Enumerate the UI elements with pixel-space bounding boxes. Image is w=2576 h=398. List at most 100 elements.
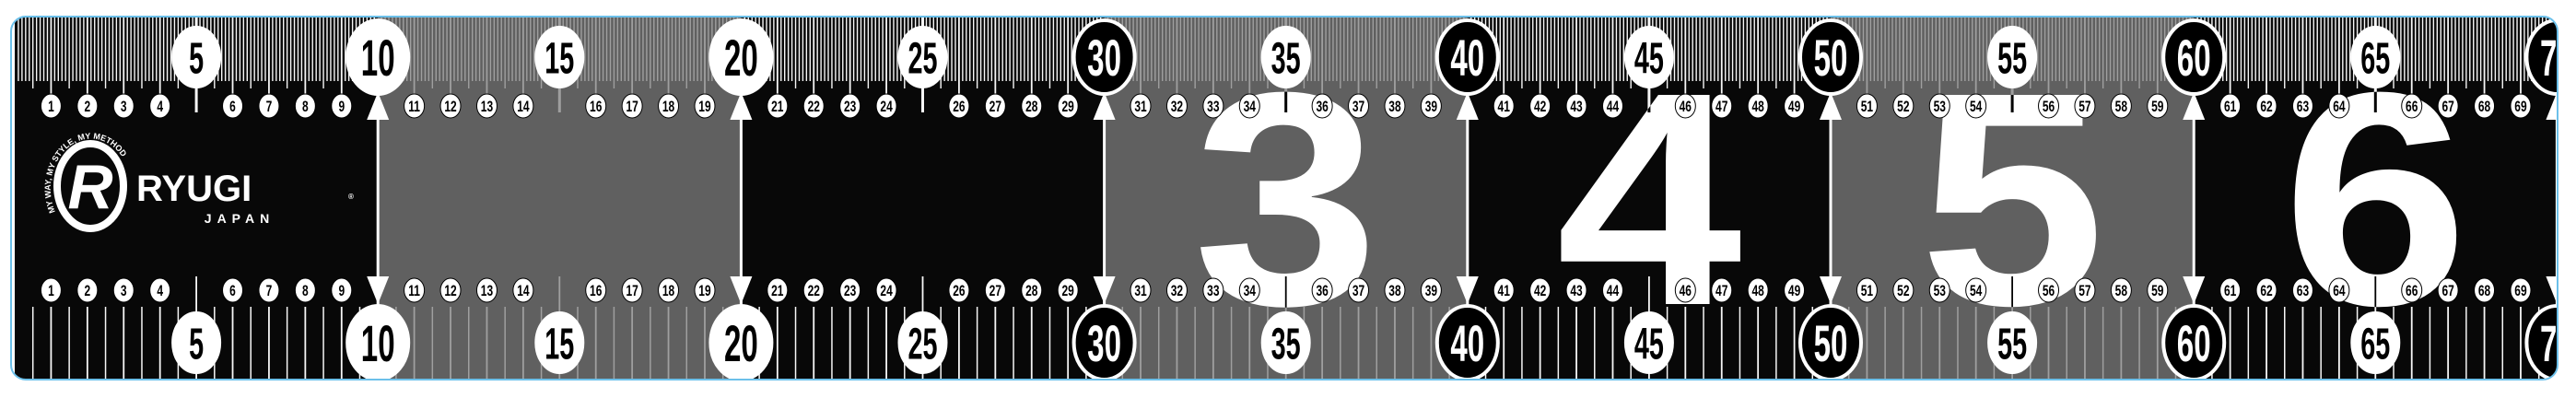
minor-label-badge: [2147, 277, 2169, 303]
major-label-badge: [1434, 18, 1500, 96]
minor-label-badge: [1493, 277, 1515, 303]
top-minor-label: 38: [1388, 99, 1400, 115]
logo-emblem-ring: [53, 140, 127, 232]
bottom-minor-label: 6: [229, 283, 236, 299]
bottom-minor-label: 49: [1788, 283, 1800, 299]
minor-label-badge: [1238, 93, 1260, 119]
major-label-badge: [1260, 26, 1311, 88]
bottom-minor-label: 2: [85, 283, 91, 299]
major-label-badge: [1987, 26, 2038, 88]
top-minor-label: 13: [481, 99, 493, 115]
minor-label-badge: [222, 277, 244, 303]
minor-label-badge: [1928, 277, 1950, 303]
minor-label-badge: [1493, 93, 1515, 119]
bottom-minor-label: 33: [1207, 283, 1219, 299]
bottom-minor-label: 13: [481, 283, 493, 299]
minor-label-badge: [1784, 93, 1806, 119]
top-minor-label: 56: [2043, 99, 2055, 115]
major-label-badge: [1798, 18, 1863, 96]
major-label-badge: [1623, 311, 1674, 374]
bottom-major-label: 40: [1450, 315, 1484, 372]
logo-registered: ®: [348, 193, 354, 201]
bottom-minor-label: 66: [2406, 283, 2418, 299]
top-minor-label: 4: [157, 99, 163, 115]
major-label-badge: [1987, 311, 2038, 374]
minor-label-badge: [1674, 277, 1696, 303]
minor-label-badge: [1529, 93, 1551, 119]
top-minor-label: 67: [2441, 99, 2453, 115]
minor-label-badge: [112, 93, 135, 119]
minor-label-badge: [1892, 277, 1914, 303]
top-minor-label: 28: [1025, 99, 1037, 115]
bottom-major-label: 55: [1997, 320, 2027, 369]
bottom-minor-label: 68: [2478, 283, 2490, 299]
minor-label-badge: [658, 93, 680, 119]
bottom-minor-label: 32: [1171, 283, 1183, 299]
minor-label-badge: [1202, 277, 1224, 303]
minor-label-badge: [1384, 277, 1406, 303]
arrow-up-icon: [1820, 92, 1842, 120]
minor-label-badge: [984, 93, 1006, 119]
bottom-minor-label: 22: [808, 283, 820, 299]
arrow-down-icon: [2183, 276, 2206, 304]
top-minor-label: 48: [1751, 99, 1763, 115]
minor-label-badge: [2291, 93, 2313, 119]
minor-label-badge: [694, 277, 716, 303]
bottom-minor-label: 12: [444, 283, 456, 299]
top-major-label: 60: [2177, 29, 2211, 87]
bottom-minor-label: 31: [1134, 283, 1146, 299]
minor-label-badge: [875, 93, 897, 119]
bottom-minor-label: 7: [266, 283, 273, 299]
major-label-badge: [708, 18, 774, 96]
bottom-major-label: 70: [2540, 315, 2574, 372]
minor-label-badge: [1856, 93, 1878, 119]
major-label-badge: [1071, 18, 1137, 96]
top-minor-label: 54: [1970, 99, 1982, 115]
minor-label-badge: [767, 93, 789, 119]
top-minor-label: 62: [2260, 99, 2272, 115]
top-minor-label: 27: [989, 99, 1001, 115]
top-major-label: 45: [1634, 34, 1664, 83]
top-minor-label: 29: [1062, 99, 1074, 115]
top-minor-label: 41: [1498, 99, 1510, 115]
top-minor-label: 24: [880, 99, 892, 115]
minor-label-badge: [2401, 277, 2423, 303]
bottom-minor-label: 61: [2224, 283, 2236, 299]
bottom-minor-label: 11: [408, 283, 420, 299]
top-minor-label: 47: [1715, 99, 1727, 115]
bottom-minor-label: 39: [1425, 283, 1437, 299]
arrow-up-icon: [1456, 92, 1479, 120]
top-minor-label: 51: [1861, 99, 1873, 115]
top-minor-label: 26: [953, 99, 965, 115]
minor-label-badge: [1565, 93, 1587, 119]
top-minor-label: 68: [2478, 99, 2490, 115]
top-major-label: 70: [2540, 29, 2574, 87]
top-minor-label: 23: [844, 99, 856, 115]
bottom-major-label: 20: [724, 315, 758, 372]
top-major-label: 25: [907, 34, 937, 83]
top-minor-label: 18: [662, 99, 674, 115]
minor-label-badge: [1238, 277, 1260, 303]
major-label-badge: [1623, 26, 1674, 88]
minor-label-badge: [76, 277, 99, 303]
top-minor-label: 69: [2514, 99, 2526, 115]
minor-label-badge: [40, 93, 62, 119]
minor-label-badge: [1165, 93, 1188, 119]
minor-label-badge: [2074, 277, 2096, 303]
top-minor-label: 57: [2078, 99, 2090, 115]
major-label-badge: [534, 311, 585, 374]
top-minor-label: 19: [698, 99, 710, 115]
major-label-badge: [1071, 304, 1137, 380]
bottom-minor-label: 19: [698, 283, 710, 299]
bottom-minor-label: 37: [1352, 283, 1364, 299]
minor-label-badge: [331, 277, 353, 303]
bottom-minor-label: 3: [121, 283, 127, 299]
bottom-minor-label: 34: [1244, 283, 1256, 299]
top-major-label: 15: [544, 34, 574, 83]
top-major-label: 55: [1997, 34, 2027, 83]
bottom-minor-label: 24: [880, 283, 892, 299]
minor-label-badge: [1202, 93, 1224, 119]
major-label-badge: [1798, 304, 1863, 380]
minor-label-badge: [2437, 93, 2459, 119]
bottom-minor-label: 51: [1861, 283, 1873, 299]
